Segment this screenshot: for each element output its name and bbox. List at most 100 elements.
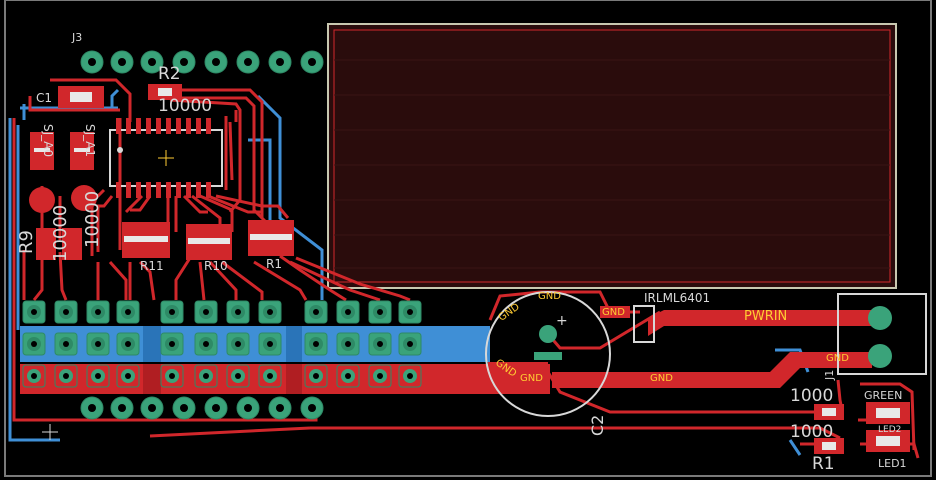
c2-top-plate — [488, 362, 548, 392]
board-outline — [4, 0, 932, 477]
label-led2: LED2 — [878, 425, 902, 435]
c2-outline — [485, 291, 611, 417]
header-pad-hole — [377, 373, 383, 379]
header-pad-hole — [63, 341, 69, 347]
irlml-body — [633, 305, 655, 343]
label-r1: R1 — [812, 454, 835, 474]
header-pad-hole — [169, 309, 175, 315]
label-val-10000a: 10000 — [50, 204, 71, 262]
ic-pads — [116, 118, 211, 198]
header-j3-holes — [88, 58, 316, 66]
label-r2-value: 10000 — [158, 96, 213, 116]
label-gnd-top: GND — [538, 291, 561, 302]
header-pad-hole — [169, 341, 175, 347]
j1-pin-1 — [868, 306, 892, 330]
header-pad-hole — [267, 373, 273, 379]
header-pad-hole — [377, 309, 383, 315]
header-pad-hole — [267, 341, 273, 347]
top-copper-bus-gap2 — [286, 364, 302, 394]
header-pad-hole — [377, 341, 383, 347]
header-pad-hole — [345, 341, 351, 347]
ic-origin-cross — [158, 150, 174, 166]
label-r11: R11 — [140, 259, 164, 273]
label-sj-a1: SJ_A1 — [83, 124, 97, 157]
j1-outline — [837, 293, 927, 375]
display-area — [327, 23, 897, 289]
label-j1: J1 — [823, 369, 836, 380]
c1-inner — [70, 92, 92, 102]
pad-r10 — [71, 185, 97, 211]
cursor-cross — [42, 424, 58, 440]
label-j3: J3 — [72, 31, 83, 44]
display-inner — [333, 29, 891, 283]
header-pad-hole — [345, 309, 351, 315]
label-green: GREEN — [864, 389, 903, 402]
header-pad-hole — [63, 309, 69, 315]
label-gnd-irlml: GND — [602, 307, 625, 318]
label-r9: R9 — [16, 230, 37, 254]
display-hatch — [334, 59, 890, 269]
label-1000b: 1000 — [790, 422, 834, 442]
header-pad-hole — [235, 373, 241, 379]
header-pad-hole — [95, 341, 101, 347]
label-gnd-j1: GND — [826, 353, 849, 364]
header-pad-hole — [407, 341, 413, 347]
header-pad-hole — [313, 309, 319, 315]
c2-pad-plus — [539, 325, 557, 343]
top-copper-bus-gap — [143, 364, 161, 394]
j1-pin-2 — [868, 344, 892, 368]
label-c2: C2 — [588, 414, 607, 436]
label-r2: R2 — [158, 64, 181, 84]
header-rows — [22, 300, 422, 388]
header-pad-hole — [31, 373, 37, 379]
pad-r9 — [29, 187, 55, 213]
header-pad-hole — [407, 309, 413, 315]
header-pad-hole — [63, 373, 69, 379]
label-r10: R10 — [204, 259, 228, 273]
header-pad-hole — [407, 373, 413, 379]
label-led1: LED1 — [878, 457, 907, 470]
gnd-trace — [552, 352, 872, 388]
r10-body — [62, 228, 82, 260]
label-1000a: 1000 — [790, 386, 834, 406]
header-pad-hole — [95, 309, 101, 315]
label-c2-plus: + — [556, 313, 568, 329]
resistor-array-r11 — [122, 222, 170, 258]
pwrin-trace — [648, 310, 882, 336]
c2-polarity — [534, 352, 562, 360]
header-pad-hole — [31, 309, 37, 315]
header-j3 — [80, 50, 324, 74]
label-c1: C1 — [36, 91, 53, 105]
header-pad-hole — [125, 309, 131, 315]
header-pad-hole — [31, 341, 37, 347]
ic-pin1-mark — [117, 147, 123, 153]
header-pad-hole — [203, 341, 209, 347]
header-bottom — [80, 396, 324, 420]
header-pad-hole — [267, 309, 273, 315]
header-pad-hole — [235, 309, 241, 315]
header-pad-hole — [95, 373, 101, 379]
r9-body — [36, 228, 56, 260]
label-pwrin: PWRIN — [744, 309, 788, 324]
resistor-array-r1 — [248, 220, 294, 256]
header-pad-hole — [313, 373, 319, 379]
label-irlml6401: IRLML6401 — [644, 291, 711, 305]
header-pad-hole — [203, 373, 209, 379]
resistor-array-r10 — [186, 224, 232, 260]
header-pad-hole — [345, 373, 351, 379]
label-gnd-trace: GND — [650, 373, 673, 384]
label-gnd-c2: GND — [520, 373, 543, 384]
header-pad-hole — [235, 341, 241, 347]
header-pad-hole — [125, 341, 131, 347]
header-pad-hole — [313, 341, 319, 347]
label-sj-a0: SJ_A0 — [41, 124, 55, 157]
header-pad-hole — [125, 373, 131, 379]
header-pad-hole — [203, 309, 209, 315]
label-r12: R1 — [266, 257, 282, 271]
header-pad-hole — [169, 373, 175, 379]
label-val-10000b: 10000 — [82, 190, 103, 248]
bottom-copper-bus-gap2 — [286, 326, 302, 362]
bottom-copper-bus-gap — [143, 326, 161, 362]
